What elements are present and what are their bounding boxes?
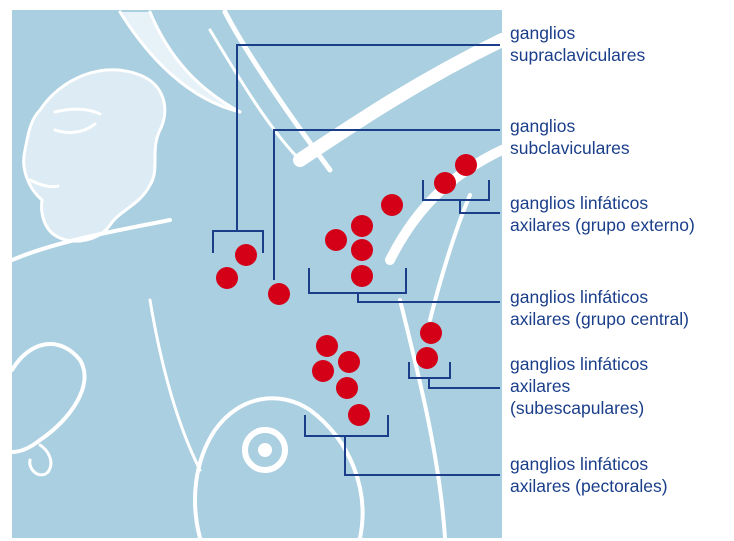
node-pectoral-4 — [336, 377, 358, 399]
node-pectoral-1 — [316, 335, 338, 357]
node-supraclavicular-2 — [216, 267, 238, 289]
label-line: axilares (pectorales) — [510, 475, 668, 497]
label-line: (subescapulares) — [510, 397, 648, 419]
node-supraclavicular-1 — [235, 244, 257, 266]
label-line: ganglios linfáticos — [510, 192, 695, 214]
node-subescapular-1 — [420, 322, 442, 344]
label-supraclaviculares: ganglios supraclaviculares — [510, 22, 645, 66]
label-grupo-central: ganglios linfáticos axilares (grupo cent… — [510, 286, 689, 330]
node-externo-1 — [455, 154, 477, 176]
label-line: axilares — [510, 375, 648, 397]
label-line: ganglios linfáticos — [510, 453, 668, 475]
node-central-1 — [381, 194, 403, 216]
label-subclaviculares: ganglios subclaviculares — [510, 115, 630, 159]
label-line: supraclaviculares — [510, 44, 645, 66]
label-subescapulares: ganglios linfáticos axilares (subescapul… — [510, 353, 648, 419]
node-central-4 — [351, 239, 373, 261]
node-subclavicular — [268, 283, 290, 305]
label-line: axilares (grupo externo) — [510, 214, 695, 236]
node-central-2 — [351, 215, 373, 237]
node-central-5 — [351, 265, 373, 287]
label-line: ganglios — [510, 22, 645, 44]
label-pectorales: ganglios linfáticos axilares (pectorales… — [510, 453, 668, 497]
node-pectoral-5 — [348, 404, 370, 426]
node-pectoral-2 — [338, 351, 360, 373]
node-pectoral-3 — [312, 360, 334, 382]
node-central-3 — [325, 229, 347, 251]
node-externo-2 — [434, 172, 456, 194]
nipple-center — [258, 443, 272, 457]
node-subescapular-2 — [416, 347, 438, 369]
label-grupo-externo: ganglios linfáticos axilares (grupo exte… — [510, 192, 695, 236]
label-line: axilares (grupo central) — [510, 308, 689, 330]
label-line: subclaviculares — [510, 137, 630, 159]
label-line: ganglios linfáticos — [510, 353, 648, 375]
label-line: ganglios linfáticos — [510, 286, 689, 308]
label-line: ganglios — [510, 115, 630, 137]
